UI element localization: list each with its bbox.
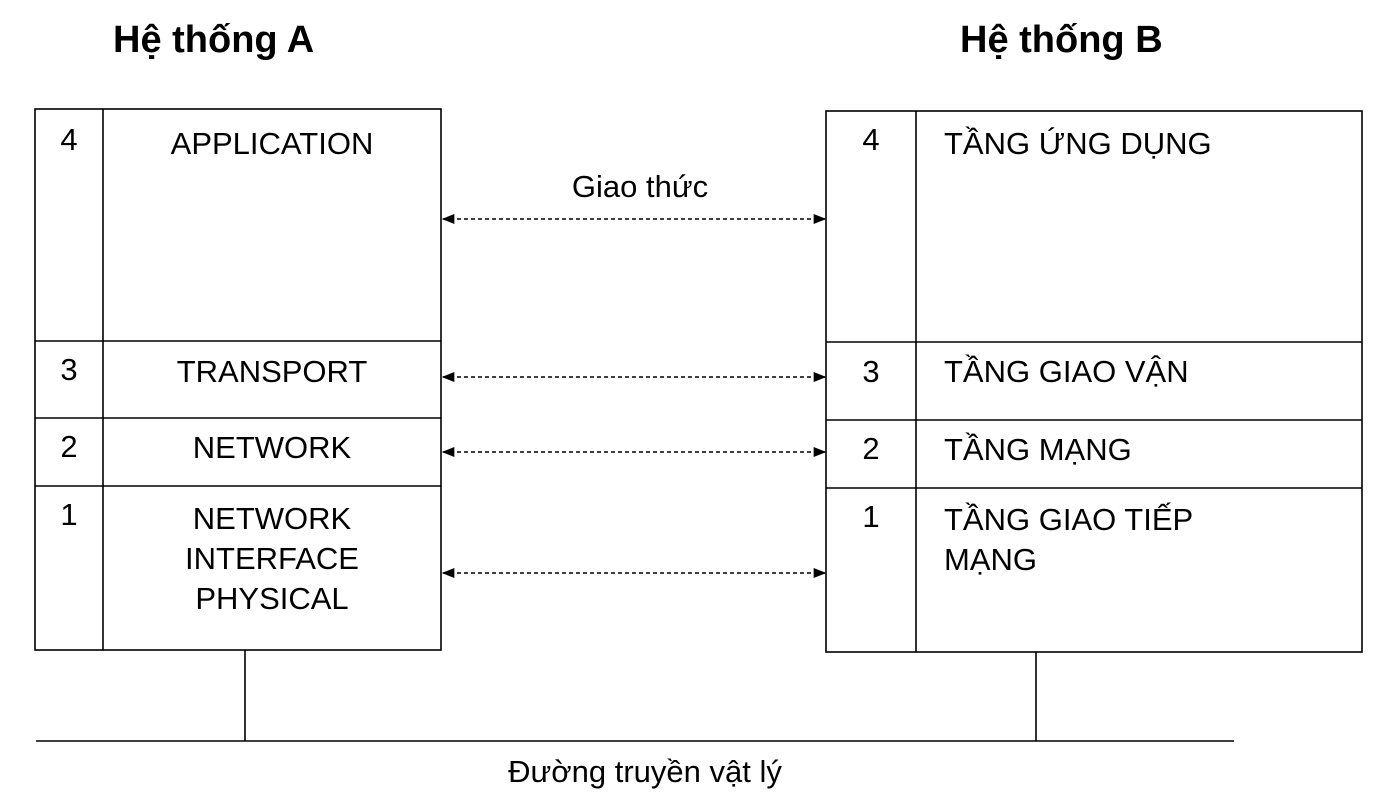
system-a-layer-2-label: NETWORK xyxy=(192,430,352,465)
system-a-layer-4-label: APPLICATION xyxy=(170,126,374,161)
system-b-layer-3-number: 3 xyxy=(862,354,880,389)
protocol-label: Giao thức xyxy=(571,169,709,204)
system-a-layer-4-number: 4 xyxy=(60,122,78,157)
system-b-layer-4-number: 4 xyxy=(862,122,880,157)
system-b-layer-1-number: 1 xyxy=(862,499,880,534)
system-a-layer-2-number: 2 xyxy=(60,429,78,464)
system-b-title: Hệ thống B xyxy=(960,19,1163,61)
system-a-layer-3-number: 3 xyxy=(60,352,78,387)
system-a-layer-1-label: NETWORK INTERFACE PHYSICAL xyxy=(185,501,359,616)
system-b-layer-1-label: TẦNG GIAO TIẾP MẠNG xyxy=(944,502,1194,577)
system-a-layer-1-number: 1 xyxy=(60,497,78,532)
system-b-layer-2-label: TẦNG MẠNG xyxy=(944,432,1132,467)
system-a-stack xyxy=(34,108,442,651)
system-a-layer-3-label: TRANSPORT xyxy=(176,354,368,389)
system-b-layer-4-label: TẦNG ỨNG DỤNG xyxy=(944,126,1212,161)
system-a-title: Hệ thống A xyxy=(113,19,315,61)
system-b-layer-2-number: 2 xyxy=(862,431,880,466)
system-a-frame xyxy=(34,108,442,651)
physical-medium-label: Đường truyền vật lý xyxy=(508,754,782,789)
system-b-layer-3-label: TẦNG GIAO VẬN xyxy=(944,354,1189,389)
